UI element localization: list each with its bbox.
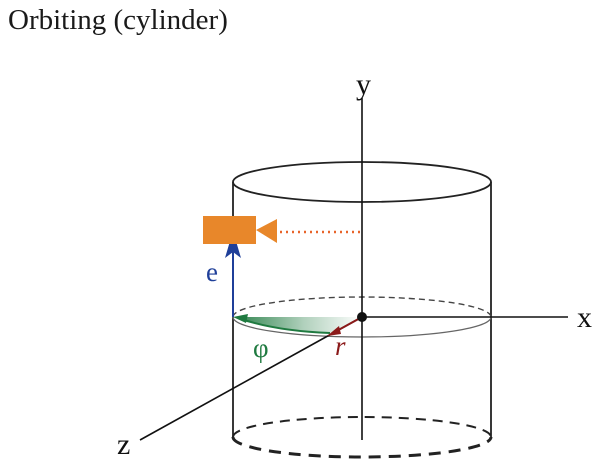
radius-label: r xyxy=(335,331,346,361)
cylinder-bottom-ellipse-back xyxy=(232,416,492,438)
z-axis-label: z xyxy=(117,428,130,461)
angle-label: φ xyxy=(253,333,269,363)
radius-arrowhead xyxy=(327,326,341,336)
elevation-label: e xyxy=(206,257,218,287)
elevation-arrowhead xyxy=(225,231,241,258)
cylinder-bottom-ellipse-front xyxy=(231,436,493,459)
page-title: Orbiting (cylinder) xyxy=(8,4,228,36)
x-axis-label: x xyxy=(577,301,592,334)
origin-point xyxy=(357,312,367,322)
z-axis xyxy=(139,316,363,441)
angle-arrowhead xyxy=(233,314,248,323)
angle-sweep-region xyxy=(233,317,362,333)
y-axis-label: y xyxy=(356,68,371,101)
video-camera-icon xyxy=(203,216,277,244)
